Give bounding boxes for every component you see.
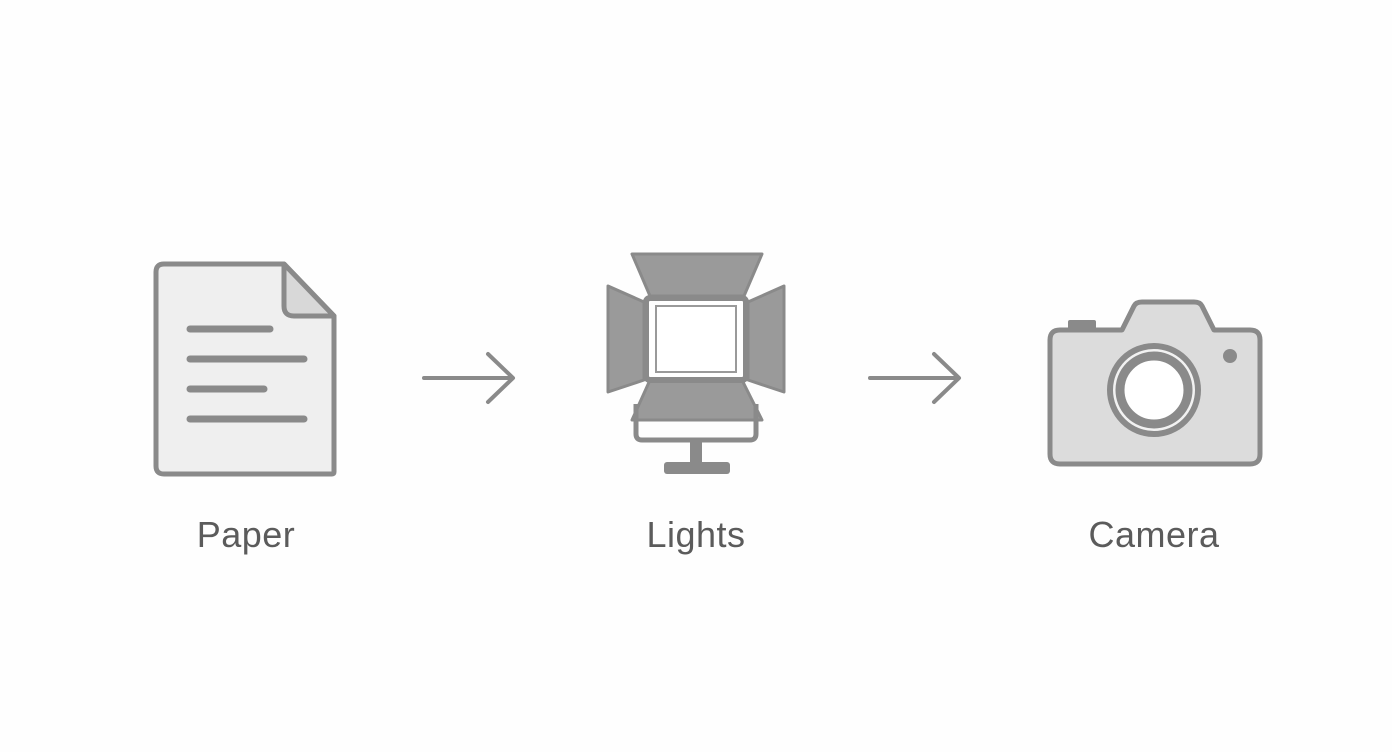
arrow-right-icon: [868, 352, 961, 404]
step-camera: Camera: [1024, 214, 1284, 574]
step-lights: Lights: [566, 214, 826, 574]
document-icon: [153, 261, 337, 477]
step-label-lights: Lights: [646, 514, 746, 555]
step-label-camera: Camera: [1088, 514, 1220, 555]
studio-light-icon: [606, 252, 786, 474]
step-label-paper: Paper: [196, 514, 296, 555]
camera-icon: [1047, 299, 1263, 467]
step-paper: Paper: [116, 214, 376, 574]
arrow-right-icon: [422, 352, 515, 404]
